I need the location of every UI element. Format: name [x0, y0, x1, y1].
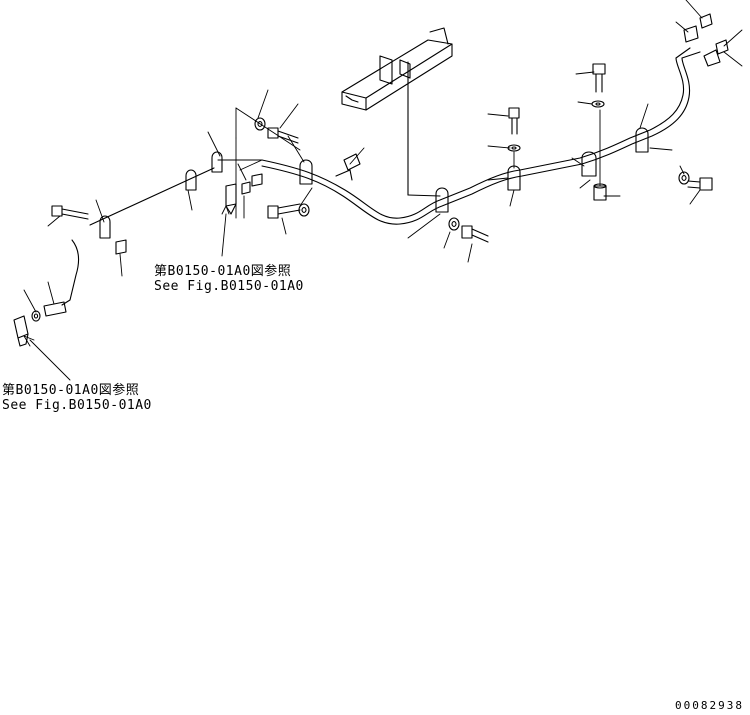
figure-number: 00082938 [675, 699, 744, 712]
assembly-lines [235, 107, 601, 219]
reference-note-en: See Fig.B0150-01A0 [154, 279, 304, 294]
spacer [115, 153, 607, 255]
bracket [341, 27, 453, 197]
reference-note-ja: 第B0150-01A0図参照 [2, 383, 140, 398]
reference-note: 第B0150-01A0図参照 See Fig.B0150-01A0 [2, 383, 152, 413]
clamp [99, 127, 649, 239]
pipe-assembly [61, 47, 701, 306]
reference-note: 第B0150-01A0図参照 See Fig.B0150-01A0 [154, 264, 304, 294]
hose-fitting [43, 169, 353, 317]
leader-lines [23, 0, 743, 381]
reference-note-ja: 第B0150-01A0図参照 [154, 264, 292, 279]
reference-note-en: See Fig.B0150-01A0 [2, 398, 152, 413]
washer [31, 100, 690, 322]
bolt [51, 63, 713, 243]
elbow-fitting [13, 13, 729, 347]
